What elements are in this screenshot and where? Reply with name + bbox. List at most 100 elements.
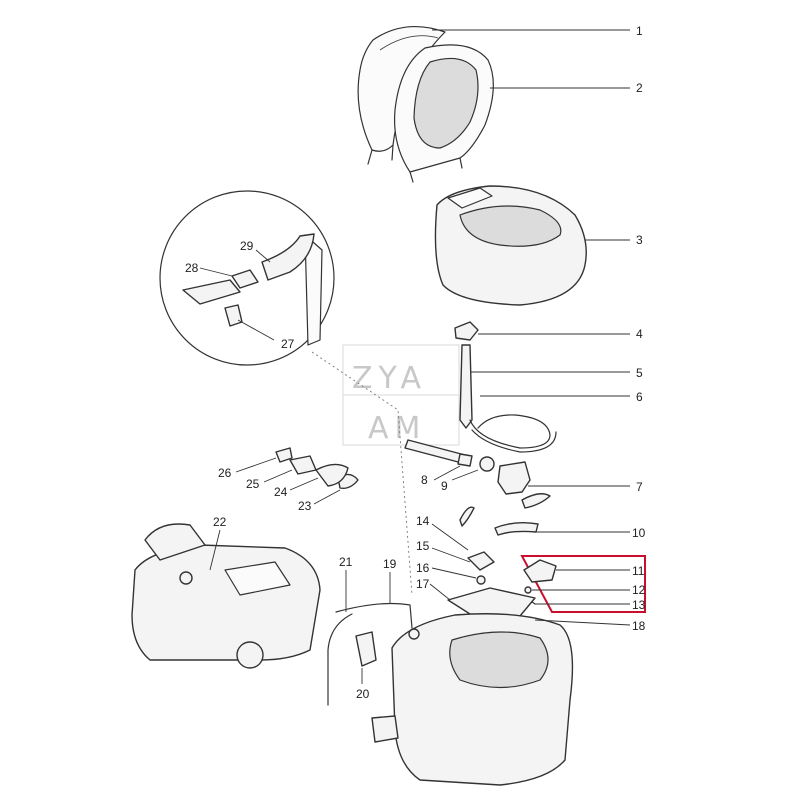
leader-15 — [431, 547, 471, 563]
leader-26 — [235, 457, 277, 473]
part-10-strip — [494, 521, 539, 536]
label-13: 13 — [632, 598, 646, 612]
label-5: 5 — [636, 366, 643, 380]
leader-14 — [431, 523, 469, 551]
label-25: 25 — [246, 477, 260, 491]
leader-18 — [534, 619, 631, 626]
base-foot — [371, 715, 399, 743]
label-12: 12 — [632, 583, 646, 597]
label-3: 3 — [636, 233, 643, 247]
cassette-cap — [179, 571, 193, 585]
cassette-top-panel — [224, 561, 291, 596]
detail-wall — [304, 234, 323, 346]
part-27-clip — [224, 304, 243, 327]
leader-8 — [433, 465, 461, 481]
part-19-rod — [335, 602, 413, 629]
part-9-fitting — [479, 456, 495, 472]
detail-magnifier — [159, 190, 335, 366]
rod-body — [404, 439, 466, 464]
bowl-top-lip — [447, 187, 493, 209]
seat-feet — [409, 157, 463, 183]
part-6-hose-loop-outer — [471, 429, 557, 453]
latch-body — [355, 631, 377, 667]
label-22: 22 — [213, 515, 227, 529]
curved-piece-left — [459, 506, 475, 527]
label-6: 6 — [636, 390, 643, 404]
label-1: 1 — [636, 24, 643, 38]
part-7-valve — [497, 461, 531, 495]
part-28-bracket — [182, 279, 241, 305]
part-6-hose-loop — [469, 414, 551, 449]
part-11-lever — [523, 559, 557, 583]
part-18-base — [371, 613, 574, 786]
label-19: 19 — [383, 557, 397, 571]
part-19-knob — [408, 628, 420, 640]
leader-29 — [255, 249, 271, 263]
leader-23 — [313, 489, 341, 505]
label-27: 27 — [281, 337, 295, 351]
bowl-top-opening — [459, 205, 562, 247]
leader-28 — [199, 267, 233, 277]
strip-body — [494, 521, 539, 536]
base-opening — [449, 631, 549, 689]
label-14: 14 — [416, 514, 430, 528]
watermark-line-1: ZYA — [352, 361, 427, 396]
part-16-washer — [476, 575, 486, 585]
leader-lines — [199, 29, 631, 684]
part-15-block — [467, 551, 495, 571]
part-8-rod — [404, 439, 473, 467]
label-24: 24 — [274, 485, 288, 499]
part-21-rod — [327, 613, 353, 706]
connector-body — [454, 321, 479, 341]
label-20: 20 — [356, 687, 370, 701]
cassette-wheel — [236, 641, 264, 669]
label-17: 17 — [416, 577, 430, 591]
part-24-cover — [315, 463, 349, 487]
leader-27 — [237, 319, 275, 341]
leader-17 — [429, 583, 451, 601]
part-14-16-assembly — [467, 551, 495, 585]
leader-22 — [209, 529, 221, 571]
watermark: ZYA AM — [342, 344, 460, 446]
highlight-group-11-13 — [520, 555, 646, 613]
part-2-seat — [393, 44, 494, 183]
cassette-spout — [144, 523, 206, 561]
lid-rim — [379, 35, 439, 51]
label-2: 2 — [636, 81, 643, 95]
label-11: 11 — [632, 564, 645, 578]
part-20-latch — [355, 631, 377, 667]
label-18: 18 — [632, 619, 646, 633]
label-7: 7 — [636, 480, 643, 494]
label-23: 23 — [298, 499, 312, 513]
rod-end — [457, 453, 473, 467]
label-28: 28 — [185, 261, 199, 275]
label-10: 10 — [632, 526, 646, 540]
fitting-ring — [479, 456, 495, 472]
label-26: 26 — [218, 466, 232, 480]
label-16: 16 — [416, 561, 430, 575]
part-5-pipe — [459, 344, 473, 429]
part-12-pin — [524, 586, 532, 594]
leader-24 — [289, 477, 319, 491]
lid-hinge — [367, 144, 394, 165]
part-26-clip — [275, 447, 293, 463]
part-29-hose — [261, 233, 315, 281]
curved-piece-right — [521, 493, 551, 509]
label-4: 4 — [636, 327, 643, 341]
label-21: 21 — [339, 555, 353, 569]
leader-16 — [431, 567, 477, 579]
magnifier-circle — [159, 190, 335, 366]
part-3-bowl-top — [434, 185, 587, 306]
part-4-connector — [454, 321, 479, 341]
valve-body — [497, 461, 531, 495]
seat-opening — [413, 57, 479, 149]
label-8: 8 — [421, 473, 428, 487]
plate-body — [447, 587, 536, 617]
part-25-bracket — [289, 455, 317, 475]
label-9: 9 — [441, 479, 448, 493]
part-5-6-hoses — [459, 344, 557, 453]
part-17-plate — [447, 587, 536, 617]
label-15: 15 — [416, 539, 430, 553]
